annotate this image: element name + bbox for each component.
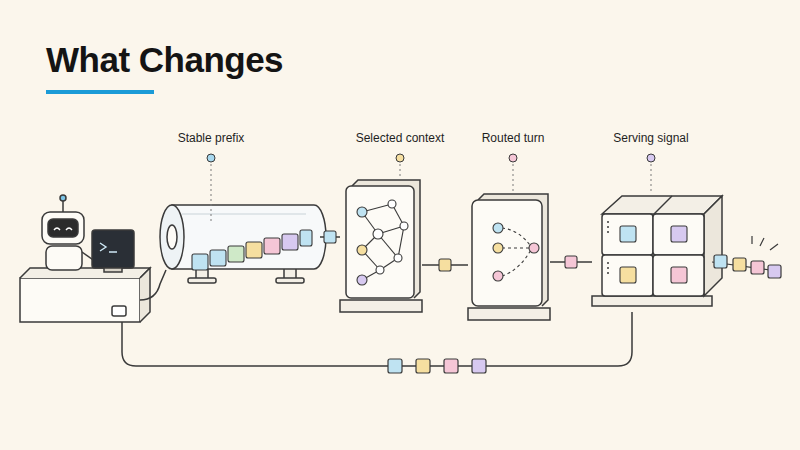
context-panel: [340, 180, 422, 312]
stage-node: Selected context: [340, 130, 422, 312]
server-cubes: [592, 196, 722, 306]
feed-wire: [140, 270, 166, 300]
stage-node: Routed turn: [468, 130, 550, 320]
connector: [320, 231, 340, 243]
router-panel: [468, 194, 550, 320]
output-stream: [712, 236, 781, 278]
return-wire: [122, 312, 632, 366]
prefix-blocks: [192, 230, 312, 270]
stage-label: Routed turn: [480, 131, 547, 145]
stage-node: Serving signal: [592, 130, 722, 306]
robot-workstation: [20, 195, 150, 322]
leader-dots: [207, 154, 655, 162]
token-cube: [324, 231, 336, 243]
stage-node: Stable prefix: [160, 130, 320, 285]
connector: [550, 256, 592, 268]
connector: [422, 259, 468, 271]
cache-cylinder: [160, 205, 326, 283]
token-cube: [565, 256, 577, 268]
title-underline: [46, 90, 154, 94]
token-cube: [439, 259, 451, 271]
stage-label: Serving signal: [611, 131, 690, 145]
page-title: What Changes: [46, 40, 283, 80]
leader-lines: [211, 164, 651, 222]
stage-label: Stable prefix: [176, 131, 247, 145]
wire-cubes: [388, 359, 486, 373]
stage-label: Selected context: [354, 131, 447, 145]
